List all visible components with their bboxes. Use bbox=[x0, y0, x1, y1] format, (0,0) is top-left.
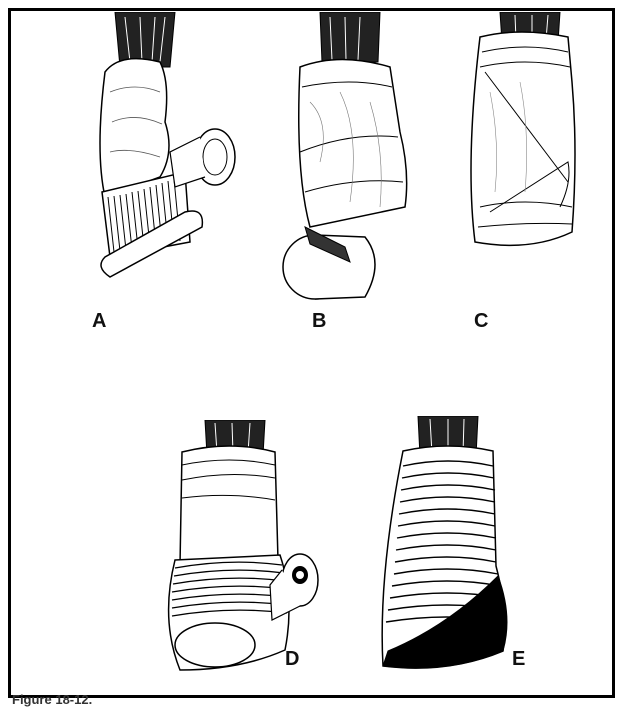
panel-c-illustration bbox=[460, 12, 600, 262]
panel-c-label: C bbox=[474, 310, 488, 333]
panel-b-label: B bbox=[312, 310, 326, 333]
panel-a-illustration bbox=[90, 12, 250, 292]
panel-e-illustration bbox=[378, 416, 518, 681]
panel-e-label: E bbox=[512, 648, 525, 671]
panel-a-label: A bbox=[92, 310, 106, 333]
panel-b-illustration bbox=[270, 12, 430, 302]
panel-d-label: D bbox=[285, 648, 299, 671]
panel-d-illustration bbox=[160, 420, 330, 685]
figure-caption: Figure 18-12. bbox=[12, 692, 92, 707]
